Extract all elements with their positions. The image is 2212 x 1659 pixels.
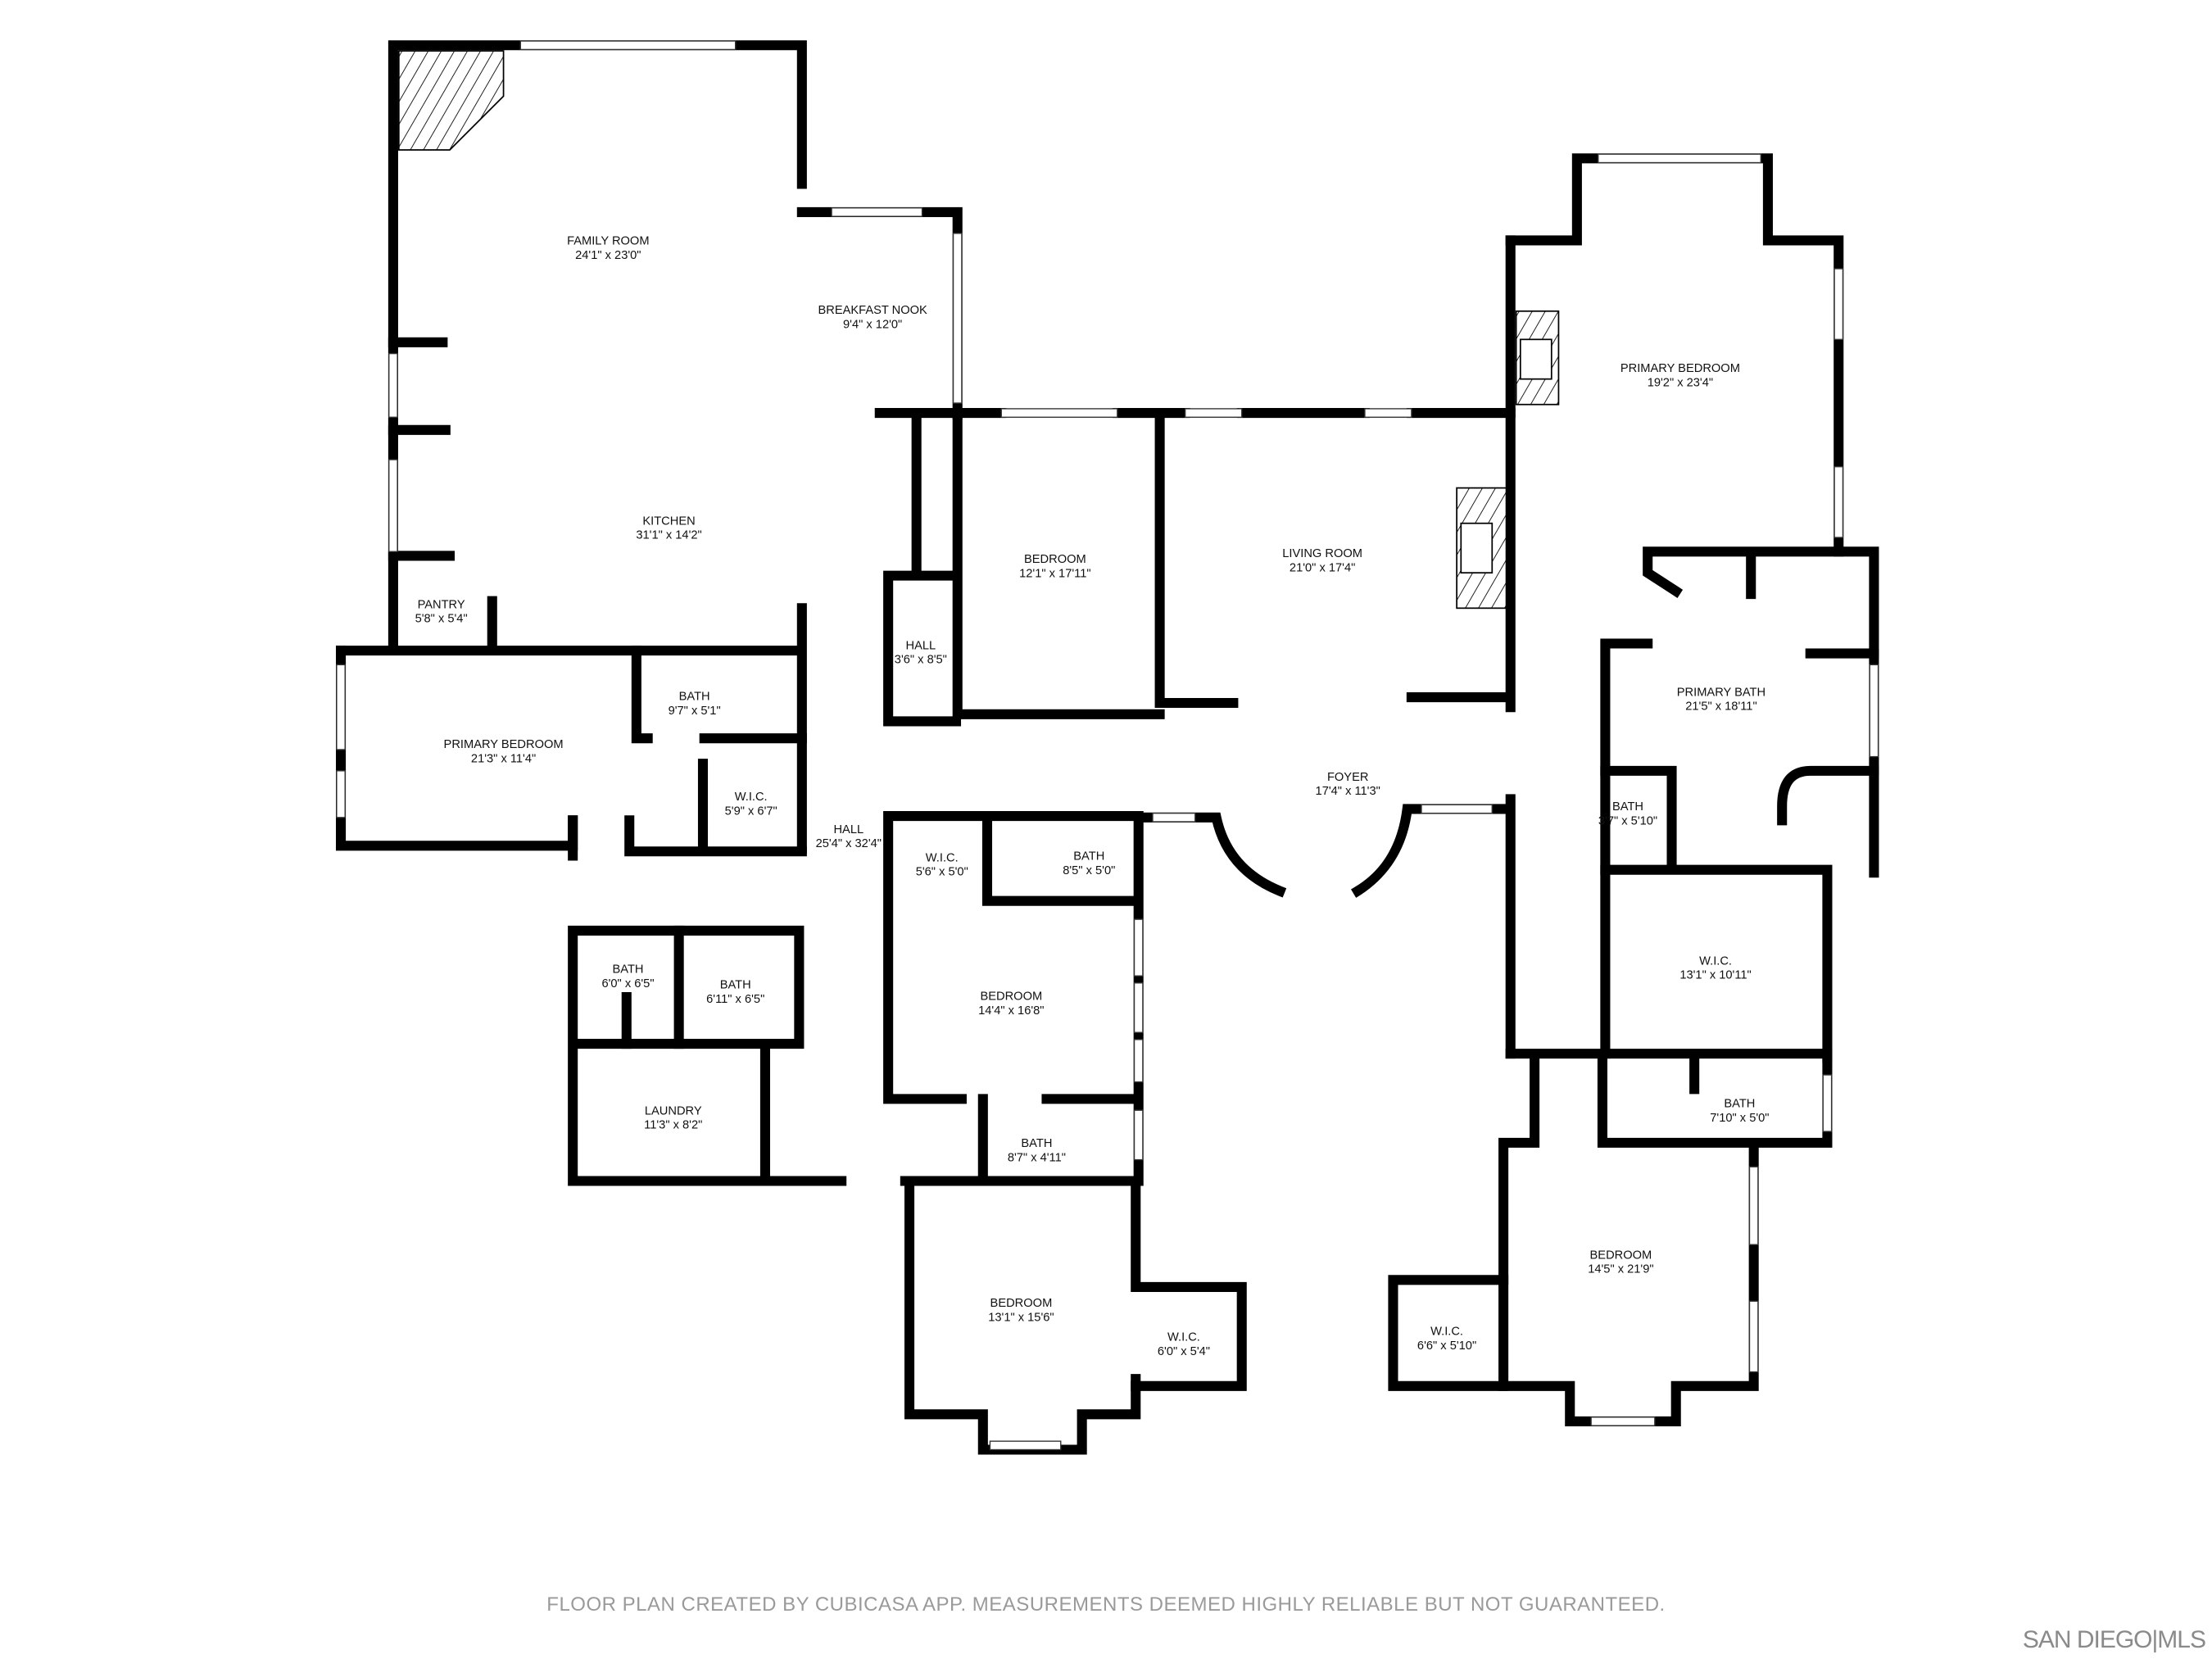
san-diego-mls-logo: SAN DIEGO|MLS [2022,1626,2206,1653]
room-dimensions: 14'5" x 21'9" [1588,1263,1653,1276]
room-dimensions: 6'0" x 6'5" [601,977,654,990]
room-label: W.I.C.13'1" x 10'11" [1679,954,1751,981]
room-name: BREAKFAST NOOK [818,304,927,317]
room-dimensions: 25'4" x 32'4" [816,837,882,850]
room-dimensions: 17'4" x 11'3" [1316,785,1380,798]
room-dimensions: 11'3" x 8'2" [644,1119,702,1132]
fireplace-family-room [397,50,505,151]
room-dimensions: 9'7" x 5'1" [669,705,721,718]
room-name: BATH [1073,850,1104,863]
room-name: PRIMARY BATH [1677,686,1766,699]
room-label: BREAKFAST NOOK 9'4" x 12'0" [818,304,927,331]
room-name: W.I.C. [1699,954,1732,968]
room-name: BATH [679,691,710,704]
room-name: W.I.C. [1430,1326,1463,1339]
room-dimensions: 6'11" x 6'5" [706,993,764,1006]
room-dimensions: 3'6" x 8'5" [895,654,947,667]
room-dimensions: 3'7" x 5'10" [1598,814,1657,827]
room-name: W.I.C. [735,791,768,804]
room-name: PANTRY [418,598,465,611]
room-dimensions: 7'10" x 5'0" [1710,1112,1769,1125]
room-name: PRIMARY BEDROOM [444,738,564,751]
room-name: LAUNDRY [645,1104,702,1117]
windows [336,40,1879,1451]
room-dimensions: 6'0" x 5'4" [1158,1345,1210,1358]
room-name: KITCHEN [642,514,695,528]
room-dimensions: 13'1" x 10'11" [1679,969,1751,982]
room-dimensions: 21'3" x 11'4" [471,752,536,765]
room-label: W.I.C.6'6" x 5'10" [1417,1326,1476,1353]
disclaimer-text: FLOOR PLAN CREATED BY CUBICASA APP. MEAS… [546,1593,1666,1616]
room-label: W.I.C.5'9" x 6'7" [725,791,777,818]
room-name: W.I.C. [926,851,959,864]
room-dimensions: 9'4" x 12'0" [843,319,902,332]
room-dimensions: 8'5" x 5'0" [1063,864,1115,877]
room-name: BEDROOM [980,990,1042,1004]
room-name: HALL [906,639,936,652]
room-dimensions: 6'6" x 5'10" [1417,1339,1476,1353]
room-name: BEDROOM [1590,1249,1652,1262]
room-label: HALL 3'6" x 8'5" [895,639,947,666]
room-dimensions: 21'0" x 17'4" [1290,561,1355,574]
walls [336,40,1879,1455]
room-name: BATH [612,963,643,977]
room-name: HALL [833,823,863,836]
room-dimensions: 12'1" x 17'11" [1019,567,1090,580]
room-dimensions: 13'1" x 15'6" [988,1311,1054,1324]
room-label: W.I.C. 5'6" x 5'0" [916,851,968,878]
room-name: FOYER [1327,771,1369,784]
room-name: BATH [1612,800,1643,814]
room-label: LAUNDRY 11'3" x 8'2" [644,1104,702,1131]
room-name: W.I.C. [1167,1331,1200,1344]
room-dimensions: 21'5" x 18'11" [1685,700,1756,714]
room-label: PANTRY 5'8" x 5'4" [415,598,468,625]
room-dimensions: 8'7" x 4'11" [1008,1151,1066,1164]
room-name: BATH [720,979,751,992]
room-name: BATH [1724,1098,1755,1111]
room-name: PRIMARY BEDROOM [1620,362,1740,375]
room-dimensions: 19'2" x 23'4" [1648,376,1713,389]
room-dimensions: 5'8" x 5'4" [415,613,468,626]
room-name: FAMILY ROOM [567,235,649,248]
room-dimensions: 5'9" x 6'7" [725,805,777,818]
room-name: BEDROOM [1024,553,1086,566]
room-name: BEDROOM [990,1297,1053,1310]
room-dimensions: 5'6" x 5'0" [916,866,968,879]
room-dimensions: 14'4" x 16'8" [978,1004,1044,1018]
room-name: LIVING ROOM [1282,547,1362,560]
room-name: BATH [1021,1137,1052,1150]
room-dimensions: 31'1" x 14'2" [636,529,701,542]
fireplaces [397,50,1560,610]
room-label: W.I.C.6'0" x 5'4" [1158,1331,1210,1358]
room-dimensions: 24'1" x 23'0" [575,249,641,262]
